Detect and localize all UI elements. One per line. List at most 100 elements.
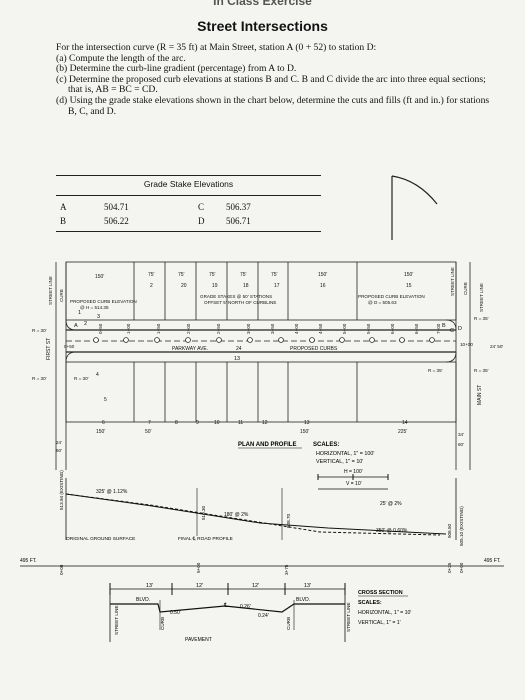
svg-text:1+00: 1+00 — [126, 323, 131, 334]
street-name: PARKWAY AVE. — [172, 346, 208, 352]
svg-text:5+00: 5+00 — [196, 562, 201, 573]
ground-label: ORIGINAL GROUND SURFACE — [66, 536, 135, 542]
street-line-label: STREET LINE — [48, 276, 53, 305]
width-label: 24' — [56, 440, 62, 445]
first-street: FIRST ST — [46, 338, 52, 360]
lot-number: 11 — [238, 420, 243, 426]
blvd-right: BLVD. — [296, 597, 310, 603]
table-rule — [56, 195, 321, 196]
lot-number: 19 — [212, 283, 218, 289]
table-cell: 504.71 — [104, 202, 129, 212]
svg-text:6+50: 6+50 — [414, 323, 419, 334]
problem-item-c: (c) Determine the proposed curb elevatio… — [56, 73, 486, 96]
blvd-left: BLVD. — [136, 597, 150, 603]
lot-number: 20 — [181, 283, 187, 289]
table-rule — [56, 231, 321, 232]
svg-text:5+00: 5+00 — [342, 323, 347, 334]
table-cell: 506.37 — [226, 202, 251, 212]
xs-vertical: VERTICAL, 1" = 1' — [358, 620, 401, 626]
point-c: C — [450, 328, 454, 334]
lot-frontage: 75' — [178, 272, 185, 278]
lot-number: 10 — [214, 420, 220, 426]
problem-statement: For the intersection curve (R = 35 ft) a… — [56, 42, 496, 117]
problem-item-b: (b) Determine the curb-line gradient (pe… — [56, 63, 297, 75]
left-curb-note: @ H = 514.35 — [80, 305, 109, 310]
curb-label: CURB — [286, 617, 291, 630]
point-a: A — [74, 323, 78, 329]
profile-scales: SCALES: — [313, 442, 339, 448]
radius-label: R = 30' — [32, 376, 47, 381]
main-street: MAIN ST — [477, 385, 483, 405]
svg-text:3+00: 3+00 — [246, 323, 251, 334]
lot-number: 7 — [148, 420, 151, 426]
svg-text:6+00: 6+00 — [390, 323, 395, 334]
elevation-label: 505.10 (EXISTING) — [459, 506, 464, 546]
south-block — [65, 361, 457, 423]
table-cell: 506.71 — [226, 216, 251, 226]
xs-heading: CROSS SECTION — [358, 590, 403, 596]
grade-stakes — [93, 337, 435, 343]
elevation-label: 510.30 — [201, 506, 206, 520]
lot-frontage: 75' — [240, 272, 247, 278]
street-line-label: STREET LINE — [450, 267, 455, 296]
svg-text:3+50: 3+50 — [270, 323, 275, 334]
small-num: 3 — [97, 314, 100, 320]
road-label: FINAL ℄ ROAD PROFILE — [178, 536, 233, 542]
svg-text:0+00: 0+00 — [459, 562, 464, 573]
proposed-curbs: PROPOSED CURBS — [290, 346, 338, 352]
lot-frontage: 150' — [95, 274, 104, 280]
elevation-label: 506.50 — [447, 524, 452, 538]
lot-number: 9 — [196, 420, 199, 426]
lot-number: 14 — [402, 420, 408, 426]
radius-label: R = 35' — [474, 368, 489, 373]
lot-number: 2 — [150, 283, 153, 289]
table-cell: A — [60, 202, 67, 212]
elevation-label: 513.94 (EXISTING) — [59, 470, 64, 510]
lot-frontage: 150' — [318, 272, 327, 278]
plan-labels: 150' 75' 75' 75' 75' 75' 150' 150' 2 20 … — [32, 267, 503, 453]
datum-right: 495 FT. — [484, 558, 501, 564]
svg-text:4+50: 4+50 — [318, 323, 323, 334]
lot-number: 8 — [175, 420, 178, 426]
width-label: 60' — [458, 442, 464, 447]
small-num: 1 — [78, 310, 81, 316]
problem-item-a: (a) Compute the length of the arc. — [56, 52, 186, 64]
lot-number: 5 — [104, 397, 107, 403]
dim-024: 0.24' — [258, 613, 269, 619]
lot-frontage: 150' — [404, 272, 413, 278]
lot-number: 6 — [102, 420, 105, 426]
dim-12: 12' — [252, 583, 259, 589]
problem-intro: For the intersection curve (R = 35 ft) a… — [56, 42, 377, 53]
station-labels: 0+50 1+00 1+50 2+00 2+50 3+00 3+50 4+00 … — [98, 323, 441, 334]
svg-text:5+50: 5+50 — [366, 323, 371, 334]
svg-text:0+00: 0+00 — [59, 564, 64, 575]
cut-header: In Class Exercise — [213, 0, 312, 8]
radius-label: R = 35' — [428, 368, 443, 373]
curb-return — [445, 351, 457, 363]
table-title: Grade Stake Elevations — [143, 179, 234, 189]
small-num: 13 — [234, 356, 240, 362]
right-station: 10+00 — [460, 342, 473, 347]
stake-note: OFFSET 5' NORTH OF CURBLINE — [204, 300, 276, 305]
street-line-label: STREET LINE — [346, 602, 351, 632]
stake-note: GRADE STAKES @ 50' STATIONS — [200, 294, 272, 299]
dim-026: 0.26' — [240, 604, 251, 610]
elevation-label: 508.70 — [286, 514, 291, 528]
width-label: 24' 50' — [490, 344, 503, 349]
point-b: B — [442, 323, 446, 329]
table-cell: B — [60, 216, 67, 226]
lot-frontage: 150' — [96, 429, 105, 435]
dim-050: 0.50' — [170, 610, 181, 616]
lot-number: 13 — [304, 420, 310, 426]
table-cell: 506.22 — [104, 216, 129, 226]
xs-horizontal: HORIZONTAL, 1" = 10' — [358, 610, 411, 616]
left-station: 0+50 — [64, 344, 75, 349]
svg-text:2+00: 2+00 — [186, 323, 191, 334]
lot-frontage: 50' — [145, 429, 152, 435]
lot-frontage: 150' — [300, 429, 309, 435]
svg-text:7+00: 7+00 — [436, 323, 441, 334]
lot-frontage: 75' — [209, 272, 216, 278]
plan-view — [55, 261, 471, 470]
hand-sketch — [391, 175, 438, 240]
